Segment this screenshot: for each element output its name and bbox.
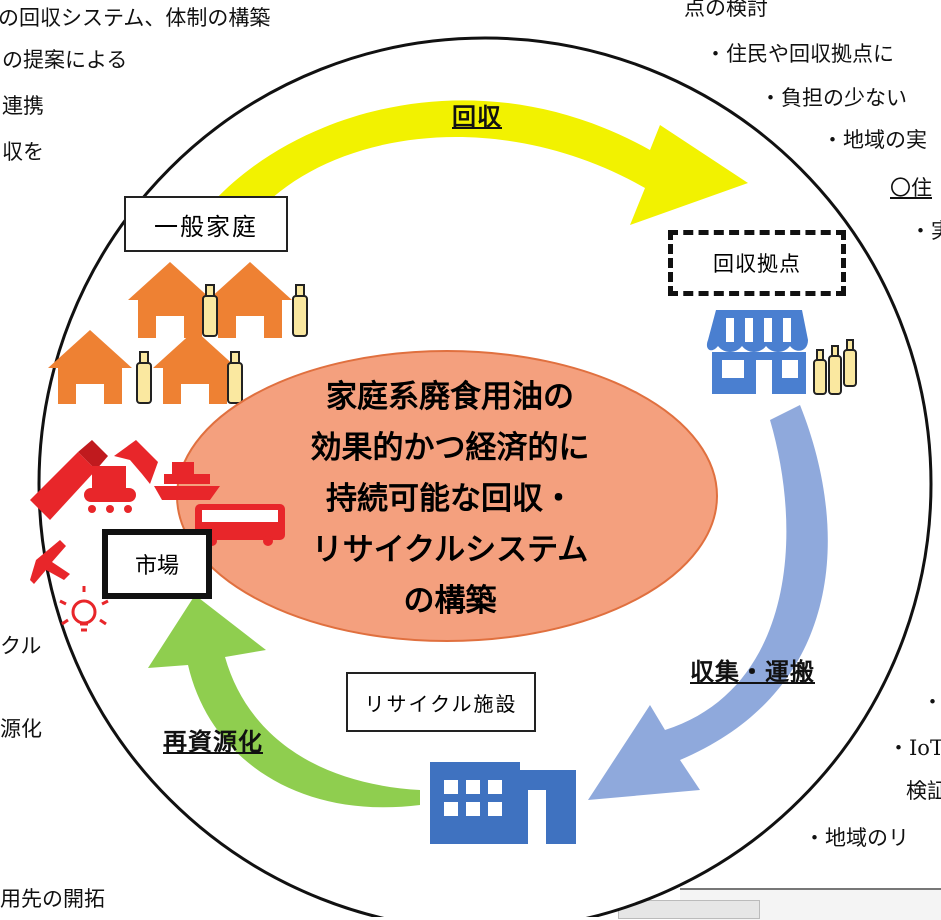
center-title-line-2: 効果的かつ経済的に (310, 430, 590, 466)
recycling-facility-label: リサイクル施設 (346, 672, 536, 732)
ship-icon (154, 462, 220, 500)
bg-text-top-right-2: ・住民や回収拠点に (705, 42, 894, 66)
recycle-arrow-label: 再資源化 (163, 728, 263, 756)
bg-text-top-right-3: ・負担の少ない (760, 86, 907, 110)
saw-icon (30, 440, 108, 520)
lightbulb-icon (59, 586, 109, 632)
transport-arrow (588, 405, 828, 800)
bus-icon (195, 504, 285, 546)
center-title-line-4: リサイクルシステム (311, 532, 589, 568)
bg-text-left-mid-2: 源化 (0, 717, 42, 741)
bg-text-top-right-4: ・地域の実 (822, 128, 927, 152)
bg-text-bottom-left: 用先の開拓 (0, 887, 105, 911)
bg-text-right-heading: 〇住 (890, 176, 932, 200)
oil-bottle-cluster-icon (813, 339, 857, 395)
house-with-oil-bottle-icon (128, 262, 292, 338)
center-title-line-1: 家庭系廃食用油の (326, 379, 574, 415)
households-label: 一般家庭 (124, 196, 288, 252)
market-label: 市場 (102, 529, 212, 599)
collect-arrow-label: 回収 (452, 103, 502, 131)
center-title-line-3: 持続可能な回収・ (326, 481, 574, 517)
center-title-line-5: の構築 (403, 583, 497, 619)
excavator-icon (84, 440, 158, 513)
transport-arrow-label: 収集・運搬 (690, 658, 815, 686)
bg-text-bottom-right-1: ・ハ (922, 690, 941, 714)
bg-text-top-left-3: 連携 (2, 94, 44, 118)
recycle-arrow (148, 595, 420, 808)
center-title: 家庭系廃食用油の 効果的かつ経済的に 持続可能な回収・ リサイクルシステム の構… (250, 372, 650, 627)
oil-bottle-icon-row2 (136, 351, 243, 404)
house-with-oil-bottle-icon-row2 (48, 330, 237, 404)
bg-text-left-mid-1: クル (0, 634, 42, 658)
bg-text-top-left-2: の提案による (2, 48, 128, 72)
bg-text-bottom-right-2: ・IoT (888, 736, 941, 760)
bg-text-top-left-1: の回収システム、体制の構築 (0, 6, 271, 30)
bg-text-top-right-1: 点の検討 (684, 0, 768, 20)
collection-point-label: 回収拠点 (668, 230, 846, 296)
collect-arrow (215, 100, 748, 225)
oil-bottle-icon (202, 284, 308, 337)
bg-text-bottom-right-3: 検証 (906, 779, 941, 803)
bg-text-top-left-4: 収を (2, 140, 44, 164)
airplane-icon (30, 540, 70, 584)
bg-text-right-item: ・実 (910, 219, 941, 243)
bg-text-bottom-right-4: ・地域のリ (804, 826, 909, 850)
